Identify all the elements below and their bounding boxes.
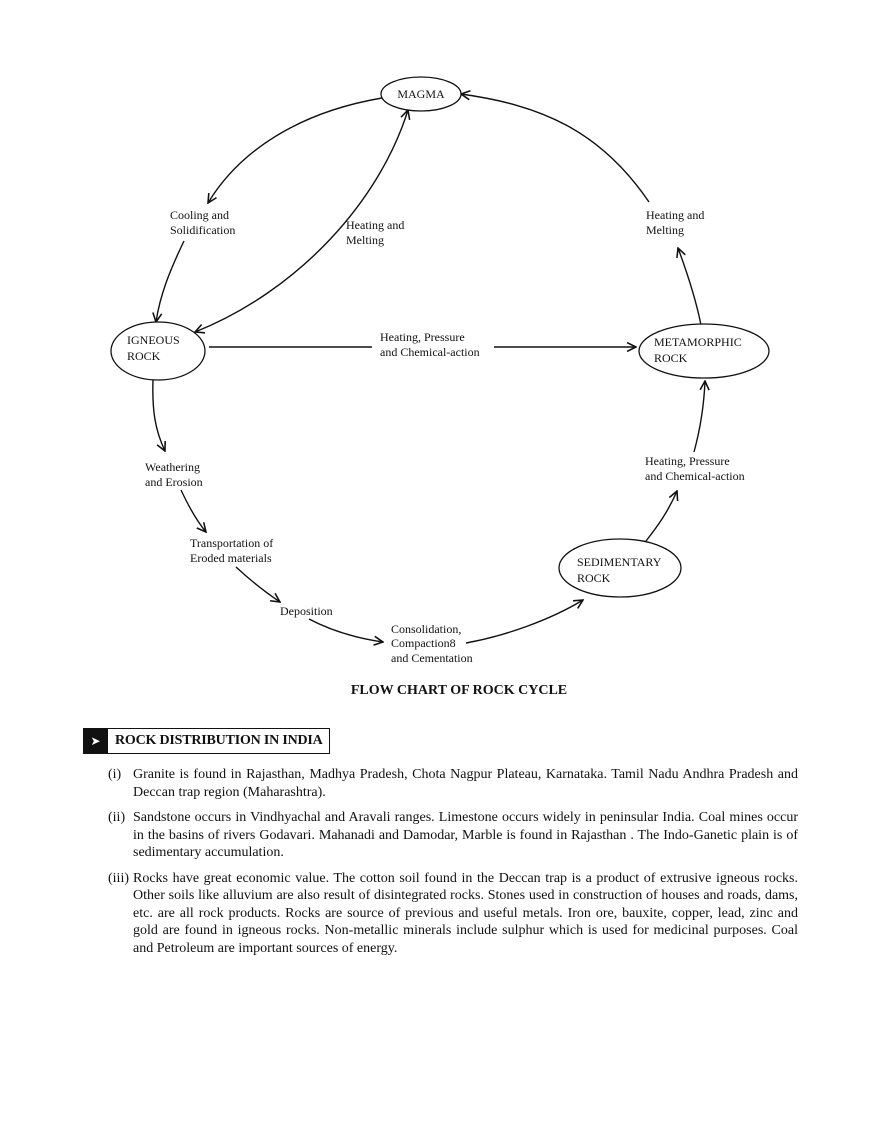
label-deposition: Deposition [280,604,333,618]
svg-text:Consolidation,: Consolidation, [391,622,461,636]
svg-text:ROCK: ROCK [127,349,161,363]
svg-text:Weathering: Weathering [145,460,200,474]
list-item-number: (iii) [108,870,129,886]
rock-distribution-list: (i) Granite is found in Rajasthan, Madhy… [108,766,798,965]
arrow-igneous-to-magma [195,110,408,332]
arrow-consolidation-to-sedimentary [465,600,583,644]
node-magma: MAGMA [380,76,462,112]
svg-text:Compaction8: Compaction8 [391,636,456,650]
list-item: (ii) Sandstone occurs in Vindhyachal and… [108,809,798,862]
svg-text:Melting: Melting [646,223,684,237]
list-item-text: Granite is found in Rajasthan, Madhya Pr… [133,767,798,800]
svg-text:ROCK: ROCK [654,351,688,365]
arrow-cooling-to-igneous [156,240,185,322]
svg-text:Transportation of: Transportation of [190,536,273,550]
list-item: (i) Granite is found in Rajasthan, Madhy… [108,766,798,801]
svg-text:Deposition: Deposition [280,604,333,618]
svg-text:MAGMA: MAGMA [397,87,445,101]
node-igneous-rock: IGNEOUS ROCK [110,321,206,381]
section-title: ROCK DISTRIBUTION IN INDIA [108,728,330,754]
label-heating-melting-left: Heating and Melting [346,218,404,247]
svg-text:Eroded materials: Eroded materials [190,551,272,565]
arrow-magma-to-cooling [208,97,383,203]
svg-text:and Cementation: and Cementation [391,651,473,665]
svg-text:IGNEOUS: IGNEOUS [127,333,180,347]
arrow-deposition-to-consolidation [308,618,383,642]
arrow-metamorphic-to-heating [678,248,702,326]
label-consolidation: Consolidation, Compaction8 and Cementati… [391,622,473,665]
section-header: ➤ ROCK DISTRIBUTION IN INDIA [83,728,330,754]
arrow-heating-to-metamorphic [693,381,705,453]
svg-text:Heating and: Heating and [346,218,404,232]
svg-text:and Erosion: and Erosion [145,475,203,489]
list-item-text: Rocks have great economic value. The cot… [133,870,798,956]
svg-text:Melting: Melting [346,233,384,247]
list-item-text: Sandstone occurs in Vindhyachal and Arav… [133,810,798,860]
label-heating-pressure-right: Heating, Pressure and Chemical-action [645,454,745,483]
label-weathering-erosion: Weathering and Erosion [145,460,203,489]
svg-text:Heating, Pressure: Heating, Pressure [380,330,465,344]
list-item: (iii) Rocks have great economic value. T… [108,870,798,958]
svg-text:and Chemical-action: and Chemical-action [645,469,745,483]
label-heating-pressure-center: Heating, Pressure and Chemical-action [380,330,480,359]
svg-text:and Chemical-action: and Chemical-action [380,345,480,359]
diagram-caption: FLOW CHART OF ROCK CYCLE [350,683,568,698]
label-transportation: Transportation of Eroded materials [190,536,273,565]
svg-text:Solidification: Solidification [170,223,235,237]
list-item-number: (ii) [108,810,126,825]
label-cooling-solidification: Cooling and Solidification [170,208,235,237]
svg-text:SEDIMENTARY: SEDIMENTARY [577,555,662,569]
svg-text:METAMORPHIC: METAMORPHIC [654,335,742,349]
node-sedimentary-rock: SEDIMENTARY ROCK [558,538,682,598]
list-item-number: (i) [108,767,122,782]
svg-text:ROCK: ROCK [577,571,611,585]
arrow-weathering-to-transport [180,489,206,532]
svg-text:Heating and: Heating and [646,208,704,222]
arrow-igneous-to-weathering [152,379,165,451]
rock-cycle-diagram: MAGMA IGNEOUS ROCK METAMORPHIC ROCK SEDI… [110,76,770,665]
node-metamorphic-rock: METAMORPHIC ROCK [638,323,770,379]
arrow-bullet-icon: ➤ [83,728,108,754]
label-heating-melting-right: Heating and Melting [646,208,704,237]
arrow-heating-to-magma [461,94,650,203]
svg-text:Cooling and: Cooling and [170,208,229,222]
arrow-sedimentary-to-heating [645,491,677,542]
svg-text:Heating, Pressure: Heating, Pressure [645,454,730,468]
arrow-transport-to-deposition [235,566,280,602]
